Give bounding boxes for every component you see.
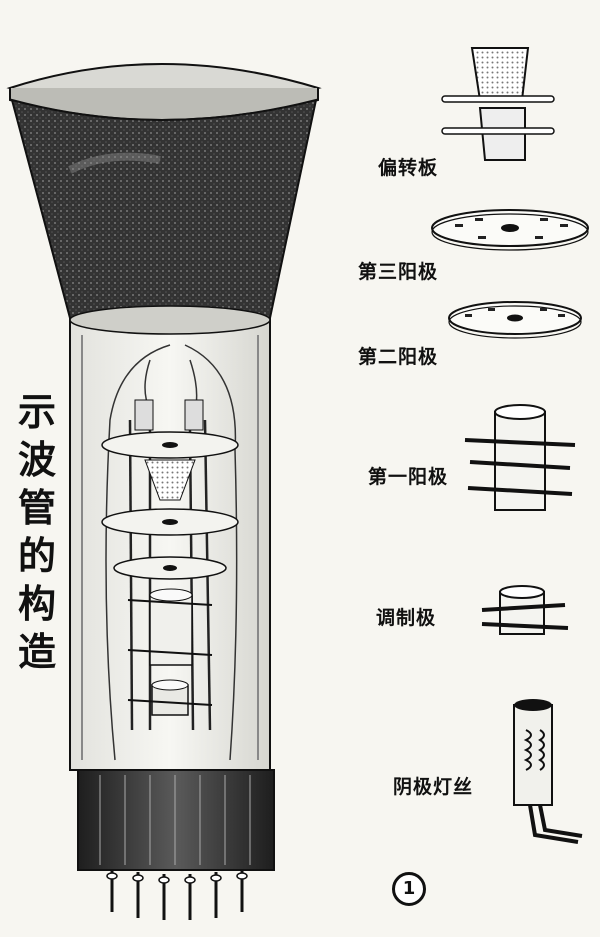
title-char: 管 [17,486,56,530]
first-anode-drawing [464,404,576,511]
label-cathode-filament: 阴极灯丝 [393,776,474,798]
cathode-filament-drawing [513,699,583,844]
label-first-anode: 第一阳极 [368,466,449,488]
tube-base [77,769,275,871]
deflection-plates-drawing [441,47,555,161]
title-char: 波 [17,438,56,482]
label-second-anode: 第二阳极 [358,346,439,368]
title-char: 的 [17,534,56,578]
modulation-grid-drawing [481,585,569,635]
label-deflection-plates: 偏转板 [378,157,439,179]
label-modulation-grid: 调制极 [376,607,437,629]
title-char: 示 [17,390,56,434]
diagram-title: 示 波 管 的 构 造 [16,388,58,676]
third-anode-drawing [431,209,589,251]
inner-first-anode [149,594,193,666]
second-anode-drawing [448,301,582,339]
label-third-anode: 第三阳极 [358,261,439,283]
title-char: 构 [17,582,56,626]
funnel [10,98,318,333]
figure-number: 1 [392,872,426,906]
title-char: 造 [17,630,56,674]
